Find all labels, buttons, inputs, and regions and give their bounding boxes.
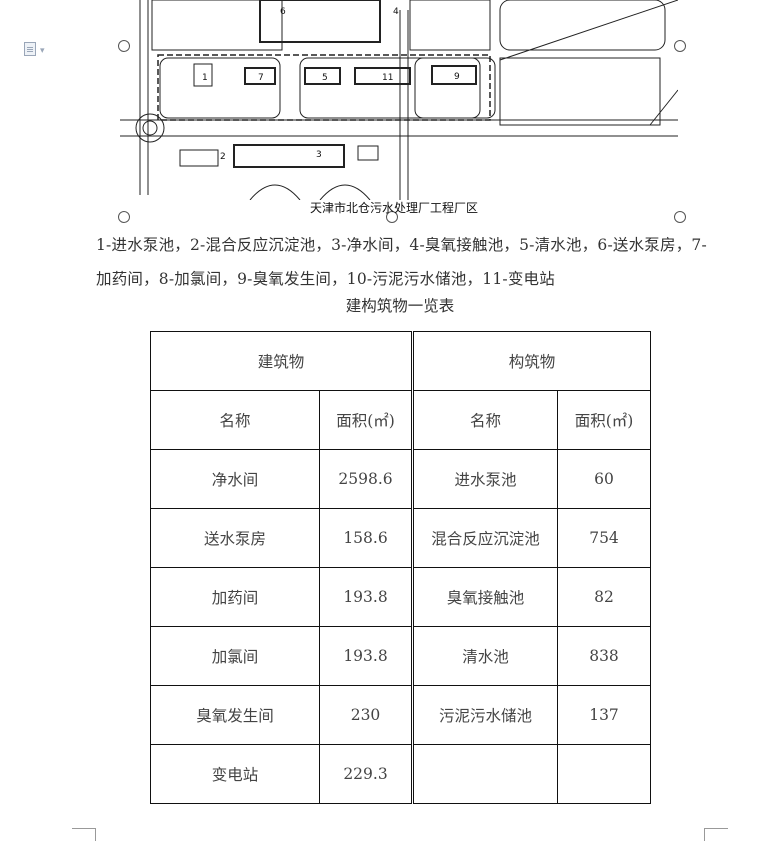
structure-area: 754 <box>557 508 651 568</box>
table-row: 加氯间 193.8 清水池 838 <box>150 626 651 686</box>
building-area: 193.8 <box>319 626 413 686</box>
structure-area <box>557 744 651 804</box>
structure-name: 清水池 <box>411 626 558 686</box>
plan-label: 1 <box>202 73 208 83</box>
plan-label: 4 <box>393 7 399 17</box>
building-name: 臭氧发生间 <box>150 685 320 745</box>
building-area: 229.3 <box>319 744 413 804</box>
building-area: 2598.6 <box>319 449 413 509</box>
col-header-building-area: 面积(㎡) <box>319 390 413 450</box>
col-header-building-name: 名称 <box>150 390 320 450</box>
chevron-down-icon: ▾ <box>40 46 45 56</box>
structure-area: 137 <box>557 685 651 745</box>
site-plan-drawing: 6 4 7 5 11 9 3 1 2 <box>120 0 678 200</box>
structure-name: 污泥污水储池 <box>411 685 558 745</box>
plan-label: 5 <box>322 73 328 83</box>
figure-legend: 1-进水泵池，2-混合反应沉淀池，3-净水间，4-臭氧接触池，5-清水池，6-送… <box>96 236 707 288</box>
building-name: 净水间 <box>150 449 320 509</box>
table-row: 净水间 2598.6 进水泵池 60 <box>150 449 651 509</box>
col-header-structure-area: 面积(㎡) <box>557 390 651 450</box>
document-icon <box>24 42 36 56</box>
resize-handle-right[interactable] <box>674 40 686 52</box>
structure-area: 838 <box>557 626 651 686</box>
table-row: 送水泵房 158.6 混合反应沉淀池 754 <box>150 508 651 568</box>
page-corner-mark-right <box>704 828 728 841</box>
table-group-header-row: 建筑物 构筑物 <box>150 331 651 391</box>
building-name: 加氯间 <box>150 626 320 686</box>
building-area: 230 <box>319 685 413 745</box>
group-header-buildings: 建筑物 <box>150 331 413 391</box>
site-plan-figure[interactable]: 6 4 7 5 11 9 3 1 2 天津市北仓污水处理厂工程厂区 <box>110 0 686 228</box>
table-row: 加药间 193.8 臭氧接触池 82 <box>150 567 651 627</box>
resize-handle-bottom-left[interactable] <box>118 211 130 223</box>
building-area: 193.8 <box>319 567 413 627</box>
group-header-structures: 构筑物 <box>411 331 651 391</box>
resize-handle-bottom-right[interactable] <box>674 211 686 223</box>
table-row: 变电站 229.3 <box>150 744 651 804</box>
building-name: 送水泵房 <box>150 508 320 568</box>
resize-handle-bottom[interactable] <box>386 211 398 223</box>
plan-label: 11 <box>382 73 393 83</box>
figure-caption: 天津市北仓污水处理厂工程厂区 <box>309 201 478 215</box>
plan-label: 3 <box>316 150 322 160</box>
table-column-header-row: 名称 面积(㎡) 名称 面积(㎡) <box>150 390 651 450</box>
plan-label: 9 <box>454 72 460 82</box>
structure-area: 60 <box>557 449 651 509</box>
plan-label: 6 <box>280 7 286 17</box>
building-name: 加药间 <box>150 567 320 627</box>
page-corner-mark-left <box>72 828 96 841</box>
plan-label: 7 <box>258 73 264 83</box>
structure-name: 混合反应沉淀池 <box>411 508 558 568</box>
table-row: 臭氧发生间 230 污泥污水储池 137 <box>150 685 651 745</box>
table-title: 建构筑物一览表 <box>345 297 455 315</box>
structure-name: 进水泵池 <box>411 449 558 509</box>
plan-label: 2 <box>220 152 226 162</box>
structure-name: 臭氧接触池 <box>411 567 558 627</box>
structure-area: 82 <box>557 567 651 627</box>
building-area: 158.6 <box>319 508 413 568</box>
building-name: 变电站 <box>150 744 320 804</box>
col-header-structure-name: 名称 <box>411 390 558 450</box>
structure-name <box>411 744 558 804</box>
resize-handle-left[interactable] <box>118 40 130 52</box>
page-marker[interactable]: ▾ <box>24 42 50 56</box>
buildings-table: 建筑物 构筑物 名称 面积(㎡) 名称 面积(㎡) 净水间 2598.6 进水泵… <box>150 331 651 804</box>
